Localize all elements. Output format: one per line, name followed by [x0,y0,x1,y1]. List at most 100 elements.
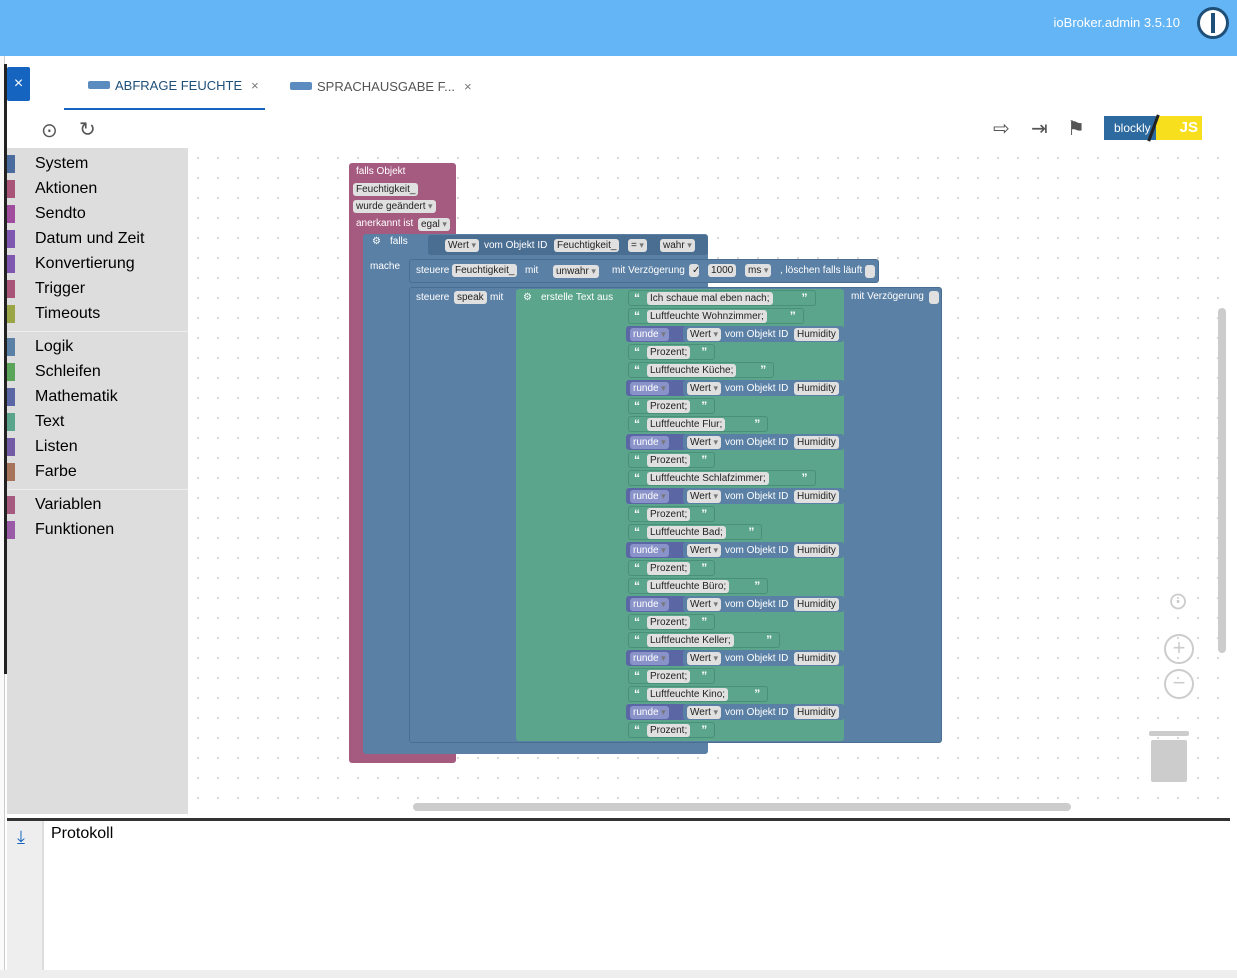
text-field[interactable]: Luftfeuchte Wohnzimmer; [647,310,767,323]
gear-icon[interactable]: ⚙ [372,236,381,247]
round-dropdown[interactable]: runde [630,328,669,341]
category-label: Farbe [35,463,77,480]
toolbox-category[interactable]: Schleifen [7,361,188,383]
round-dropdown[interactable]: runde [630,382,669,395]
tab-abfrage-feuchte[interactable]: ABFRAGE FEUCHTE × [64,62,265,110]
toolbox-category[interactable]: Mathematik [7,386,188,408]
clear-checkbox[interactable] [865,265,875,278]
text-field[interactable]: Prozent; [647,616,691,629]
humidity-field[interactable]: Humidity [794,544,839,557]
trash-icon[interactable] [1149,731,1189,782]
control2-delay-checkbox[interactable] [929,291,939,304]
value-dropdown[interactable]: Wert [687,490,721,503]
toolbox-category[interactable]: Timeouts [7,303,188,325]
control2-object-field[interactable]: speak [454,291,487,304]
humidity-field[interactable]: Humidity [794,382,839,395]
operator-dropdown[interactable]: = [628,239,647,252]
text-field[interactable]: Prozent; [647,400,691,413]
blockly-workspace[interactable]: falls Objekt Feuchtigkeit_ wurde geänder… [188,148,1229,814]
import-icon[interactable]: ⇥ [1031,118,1048,140]
text-field[interactable]: Prozent; [647,346,691,359]
toolbox-category[interactable]: Listen [7,436,188,458]
text-field[interactable]: Ich schaue mal eben nach; [647,292,773,305]
refresh-icon[interactable]: ↻ [79,119,96,141]
text-field[interactable]: Prozent; [647,724,691,737]
value-dropdown[interactable]: Wert [445,239,479,252]
from-id-label: vom Objekt ID [725,707,789,718]
text-field[interactable]: Prozent; [647,562,691,575]
target-icon[interactable]: ⊙ [1167,588,1189,615]
text-field[interactable]: Luftfeuchte Kino; [647,688,729,701]
gear-icon[interactable]: ⚙ [523,292,532,303]
delay-value-field[interactable]: 1000 [708,264,737,277]
toolbox-category[interactable]: Logik [7,336,188,358]
text-field[interactable]: Luftfeuchte Büro; [647,580,730,593]
humidity-field[interactable]: Humidity [794,490,839,503]
toolbox-category[interactable]: Aktionen [7,178,188,200]
humidity-field[interactable]: Humidity [794,328,839,341]
text-field[interactable]: Luftfeuchte Flur; [647,418,726,431]
close-tab-icon[interactable]: × [251,77,259,93]
zoom-in-icon[interactable]: + [1164,634,1194,664]
value-dropdown[interactable]: Wert [687,706,721,719]
toolbox-category[interactable]: Farbe [7,461,188,483]
delay-unit-dropdown[interactable]: ms [745,264,772,277]
text-field[interactable]: Prozent; [647,670,691,683]
horizontal-scrollbar[interactable] [413,803,1071,811]
target-icon[interactable]: ⊙ [41,120,58,142]
power-icon[interactable] [1197,7,1229,39]
blockly-js-toggle[interactable]: blockly JS [1104,114,1202,142]
toolbox-category[interactable]: Sendto [7,203,188,225]
checkered-flag-icon[interactable]: ⚑ [1067,118,1085,140]
toolbox-category[interactable]: Variablen [7,494,188,516]
round-dropdown[interactable]: runde [630,490,669,503]
humidity-field[interactable]: Humidity [794,706,839,719]
toolbox-category[interactable]: System [7,153,188,175]
from-id-label: vom Objekt ID [725,491,789,502]
close-all-button[interactable]: × [7,67,30,101]
clear-label: , löschen falls läuft [780,265,863,276]
scroll-down-icon[interactable]: ⤓ [17,827,25,847]
tab-sprachausgabe[interactable]: SPRACHAUSGABE F... × [290,62,490,110]
humidity-field[interactable]: Humidity [794,598,839,611]
value-dropdown[interactable]: Wert [687,328,721,341]
round-dropdown[interactable]: runde [630,436,669,449]
close-quote-icon: ” [748,525,755,539]
ack-dropdown[interactable]: egal [418,218,450,231]
value-dropdown[interactable]: Wert [687,652,721,665]
value-dropdown[interactable]: Wert [687,544,721,557]
toolbox-category[interactable]: Trigger [7,278,188,300]
text-field[interactable]: Prozent; [647,508,691,521]
text-field[interactable]: Luftfeuchte Keller; [647,634,734,647]
value-dropdown[interactable]: Wert [687,598,721,611]
vertical-scrollbar[interactable] [1218,308,1226,653]
round-dropdown[interactable]: runde [630,706,669,719]
value-dropdown[interactable]: Wert [687,436,721,449]
toolbox-category[interactable]: Funktionen [7,519,188,541]
open-quote-icon: “ [634,633,640,647]
close-tab-icon[interactable]: × [463,78,472,94]
toolbox-category[interactable]: Text [7,411,188,433]
text-field[interactable]: Luftfeuchte Bad; [647,526,726,539]
if-object-field[interactable]: Feuchtigkeit_ [554,239,620,252]
humidity-field[interactable]: Humidity [794,652,839,665]
bool-dropdown[interactable]: wahr [660,239,695,252]
text-field[interactable]: Luftfeuchte Schlafzimmer; [647,472,769,485]
toolbox-category[interactable]: Konvertierung [7,253,188,275]
humidity-field[interactable]: Humidity [794,436,839,449]
from-id-label: vom Objekt ID [484,240,548,251]
text-field[interactable]: Luftfeuchte Küche; [647,364,737,377]
trigger-object-field[interactable]: Feuchtigkeit_ [353,183,419,196]
value-dropdown[interactable]: Wert [687,382,721,395]
round-dropdown[interactable]: runde [630,598,669,611]
trigger-changed-dropdown[interactable]: wurde geändert [353,200,436,213]
delay-checkbox[interactable]: ✓ [689,264,700,277]
zoom-out-icon[interactable]: − [1164,669,1194,699]
text-field[interactable]: Prozent; [647,454,691,467]
control1-object-field[interactable]: Feuchtigkeit_ [452,264,518,277]
toolbox-category[interactable]: Datum und Zeit [7,228,188,250]
round-dropdown[interactable]: runde [630,544,669,557]
control1-value-dropdown[interactable]: unwahr [553,265,599,278]
export-icon[interactable]: ⇨ [993,118,1010,140]
round-dropdown[interactable]: runde [630,652,669,665]
